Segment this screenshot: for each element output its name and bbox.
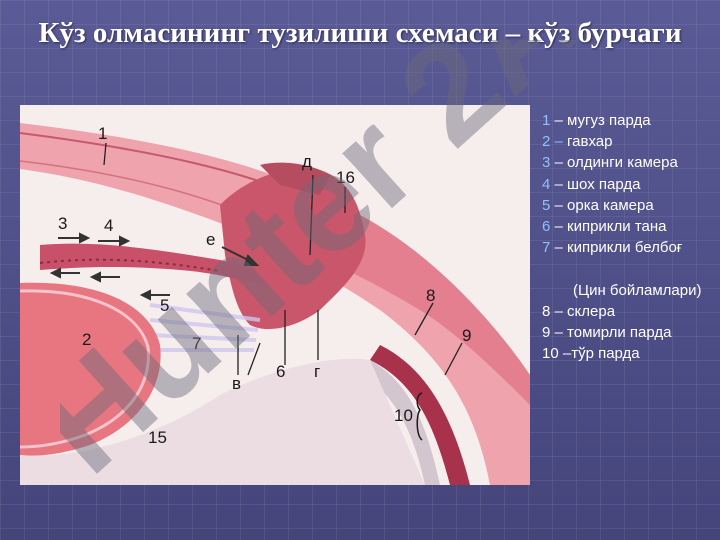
eye-diagram: 1 2 3 4 5 6 7 8 9 10 15 16 в г д е bbox=[20, 105, 530, 485]
label-3: 3 bbox=[58, 214, 67, 233]
lens-shape bbox=[20, 282, 161, 456]
pointer-lines bbox=[103, 142, 463, 376]
slide-title: Кўз олмасининг тузилиши схемаси – кўз бу… bbox=[38, 17, 682, 49]
legend-item: 4 – шох парда bbox=[542, 175, 641, 193]
retina-shape bbox=[360, 360, 440, 485]
legend-item: 2 – гавхар bbox=[542, 133, 613, 151]
zonule-fibers bbox=[149, 303, 261, 352]
label-9: 9 bbox=[462, 326, 471, 345]
label-16: 16 bbox=[336, 168, 355, 187]
legend-item: 10 –тўр парда bbox=[542, 345, 640, 363]
label-1: 1 bbox=[98, 124, 107, 143]
vitreous-shape bbox=[20, 358, 425, 485]
legend-spacer bbox=[542, 258, 720, 279]
label-15: 15 bbox=[148, 428, 167, 447]
eye-anatomy-figure: 1 2 3 4 5 6 7 8 9 10 15 16 в г д е bbox=[20, 105, 530, 485]
legend-item: 3 – олдинги камера bbox=[542, 154, 678, 172]
label-e: е bbox=[206, 230, 215, 249]
legend-item: 9 – томирли парда bbox=[542, 323, 672, 341]
label-8: 8 bbox=[426, 286, 435, 305]
ciliary-body-shape bbox=[220, 168, 366, 330]
legend-item: 8 – склера bbox=[542, 302, 616, 320]
label-5: 5 bbox=[160, 296, 169, 315]
flow-arrows bbox=[49, 232, 260, 301]
legend: 1 – мугуз парда 2 – гавхар 3 – олдинги к… bbox=[542, 110, 720, 364]
choroid-shape bbox=[370, 345, 470, 485]
label-v: в bbox=[232, 374, 241, 393]
iris-shape bbox=[40, 243, 265, 285]
legend-item: 1 – мугуз парда bbox=[542, 112, 651, 129]
label-7: 7 bbox=[192, 334, 201, 353]
label-10: 10 bbox=[394, 406, 413, 425]
legend-item: 5 – орка камера bbox=[542, 196, 654, 214]
legend-item: 6 – киприкли тана bbox=[542, 217, 667, 235]
legend-item: 7 – киприкли белбоғ bbox=[542, 239, 683, 257]
label-d: д bbox=[302, 152, 312, 171]
label-4: 4 bbox=[104, 216, 113, 235]
label-2: 2 bbox=[82, 330, 91, 349]
label-g: г bbox=[314, 362, 320, 381]
legend-note: (Цин бойламлари) bbox=[573, 281, 702, 299]
label-6: 6 bbox=[276, 362, 285, 381]
retina-bracket bbox=[416, 392, 423, 441]
